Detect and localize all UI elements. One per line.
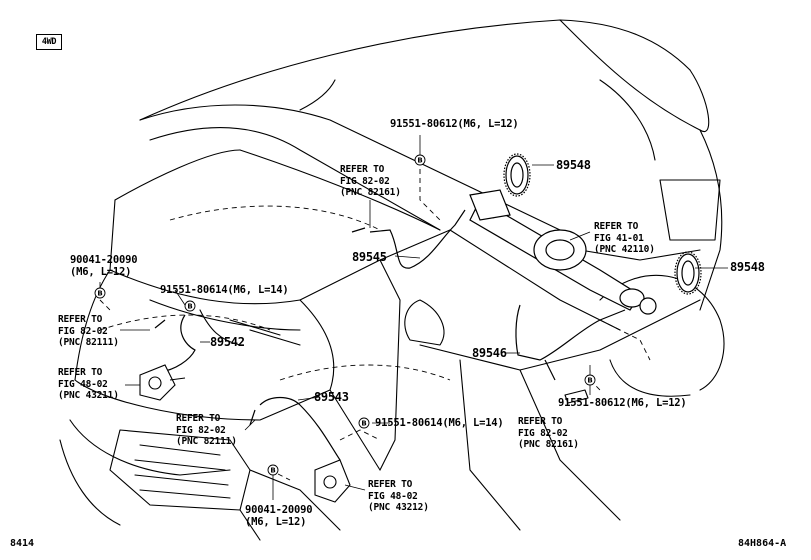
part-number-sensor-front-right: 89543: [314, 390, 349, 404]
screw-label-bottom: 90041-20090(M6, L=12): [245, 504, 313, 528]
bolt-marker-label: B: [270, 467, 275, 475]
part-number-ring-top: 89548: [556, 158, 591, 172]
sensor-ring-upper: [503, 153, 531, 197]
bolt-marker-label: B: [587, 377, 592, 385]
part-number-ring-bottom: 89548: [730, 260, 765, 274]
footer-page-code: 8414: [10, 538, 35, 549]
bolt-marker-label: B: [187, 303, 192, 311]
knuckle-right: [314, 459, 351, 503]
bolt-label-top: 91551-80612(M6, L=12): [390, 118, 519, 130]
part-number-sensor-rear-lower: 89546: [472, 346, 507, 360]
bolt-marker-label: B: [417, 157, 422, 165]
bolt-marker-label: B: [361, 420, 366, 428]
sensor-wires: [154, 209, 626, 461]
footer-figure-code: 84H864-A: [738, 538, 787, 549]
part-number-sensor-front-left: 89542: [210, 335, 245, 349]
leader-lines: [99, 135, 728, 500]
part-number-sensor-rear-upper: 89545: [352, 250, 387, 264]
bolt-label-rear-lower: 91551-80612(M6, L=12): [558, 397, 687, 409]
knuckle-left: [139, 364, 186, 401]
bolt-marker-label: B: [97, 290, 102, 298]
rear-axle: [469, 189, 657, 315]
drive-type-badge: 4WD: [36, 34, 62, 50]
bolt-label-front-lower: 91551-80614(M6, L=14): [375, 417, 504, 429]
vehicle-outline: [59, 19, 725, 541]
hidden-lines: [99, 160, 651, 481]
screw-label-left: 90041-20090(M6, L=12): [70, 254, 138, 278]
bolt-markers: [94, 154, 596, 476]
sensor-ring-lower: [674, 251, 702, 295]
bolt-label-front-upper: 91551-80614(M6, L=14): [160, 284, 289, 296]
